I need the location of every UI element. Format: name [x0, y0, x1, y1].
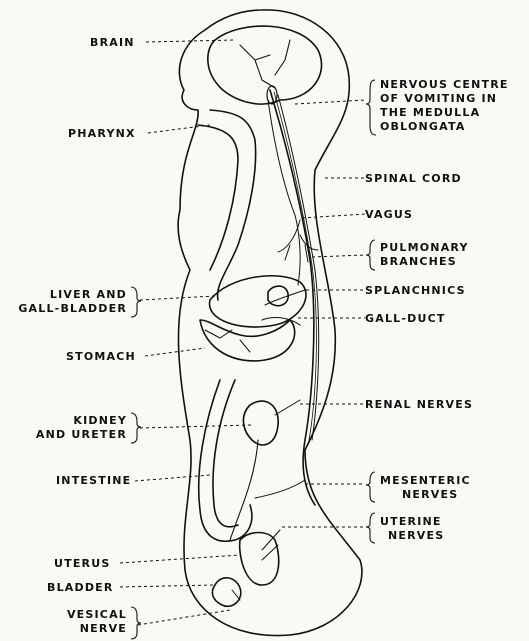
- brace-nervous: [366, 80, 376, 135]
- liver: [210, 276, 306, 327]
- label-nervous-centre: NERVOUS CENTRE OF VOMITING IN THE MEDULL…: [380, 78, 509, 134]
- label-uterus: UTERUS: [54, 557, 110, 571]
- vesical-nerve: [232, 590, 240, 600]
- intestine: [199, 380, 252, 541]
- brace-vesical: [131, 607, 141, 639]
- label-stomach: STOMACH: [66, 350, 136, 364]
- label-vesical-nerve: VESICAL NERVE: [10, 608, 127, 636]
- brain-nerves: [240, 40, 290, 88]
- label-kidney-ureter: KIDNEY AND URETER: [10, 414, 127, 442]
- bladder: [212, 578, 240, 606]
- oesophagus: [198, 110, 256, 300]
- renal-nerves: [275, 400, 300, 415]
- mesenteric-nerves: [255, 480, 305, 498]
- ureter: [230, 440, 258, 540]
- label-bladder: BLADDER: [47, 581, 114, 595]
- label-renal-nerves: RENAL NERVES: [365, 398, 473, 412]
- brace-liver: [131, 287, 141, 317]
- kidney: [243, 401, 278, 445]
- label-spinal-cord: SPINAL CORD: [365, 172, 462, 186]
- label-uterine-nerves: UTERINE NERVES: [380, 515, 444, 543]
- label-liver-gall-bladder: LIVER AND GALL-BLADDER: [5, 288, 127, 316]
- label-brain: BRAIN: [90, 36, 135, 50]
- brace-kidney: [131, 413, 141, 443]
- brain-outline: [208, 26, 322, 104]
- label-pulmonary-branches: PULMONARY BRANCHES: [380, 241, 469, 269]
- label-gall-duct: GALL-DUCT: [365, 312, 446, 326]
- brace-uterine: [366, 513, 375, 543]
- label-mesenteric-nerves: MESENTERIC NERVES: [380, 474, 471, 502]
- vagus-nerve: [268, 100, 300, 285]
- label-vagus: VAGUS: [365, 208, 413, 222]
- label-pharynx: PHARYNX: [68, 127, 136, 141]
- brace-mesenteric: [366, 472, 375, 502]
- label-splanchnics: SPLANCHNICS: [365, 284, 466, 298]
- uterine-nerves: [262, 530, 280, 560]
- label-intestine: INTESTINE: [56, 474, 131, 488]
- uterus: [240, 533, 279, 586]
- pulmonary-branches: [278, 220, 318, 262]
- brace-pulmonary: [366, 240, 375, 270]
